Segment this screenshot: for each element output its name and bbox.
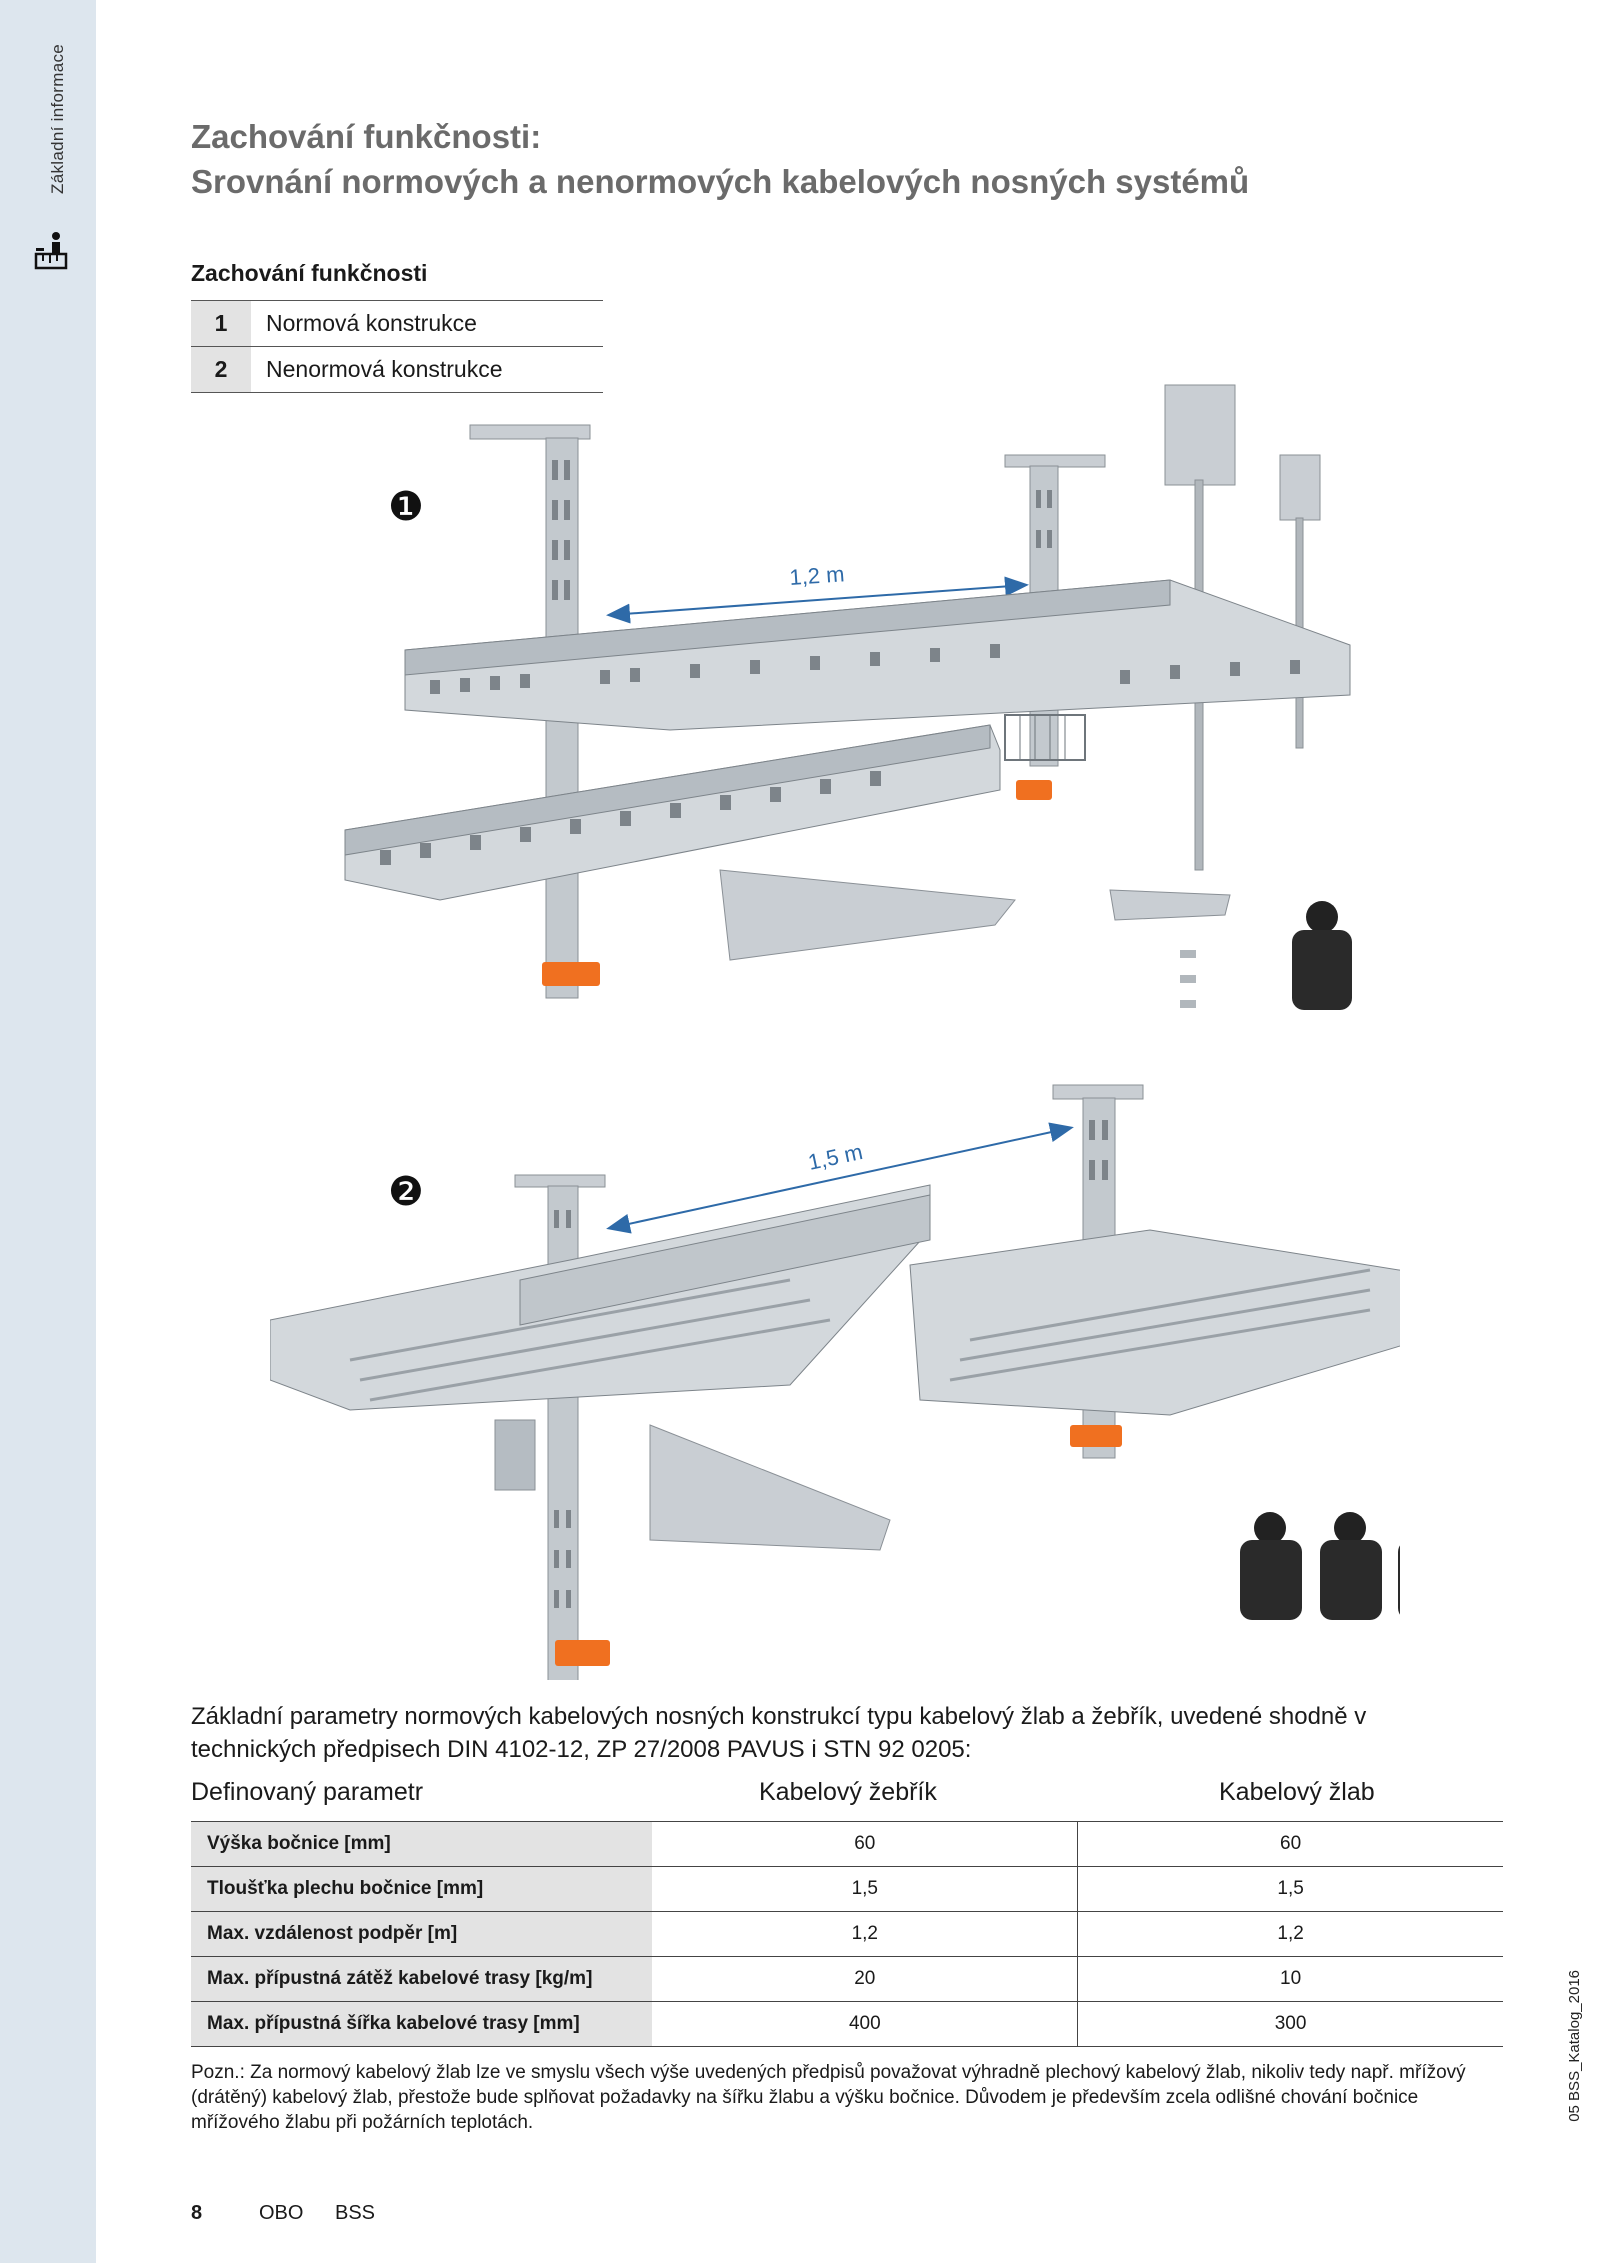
page-title: Zachování funkčnosti: Srovnání normových… <box>191 114 1249 204</box>
footnote: Pozn.: Za normový kabelový žlab lze ve s… <box>191 2062 1466 2133</box>
legend-row: 1 Normová konstrukce <box>191 300 603 347</box>
ladder-value: 1,5 <box>652 1866 1079 1912</box>
table-row: Max. vzdálenost podpěr [m] 1,2 1,2 <box>191 1911 1503 1957</box>
footer-brand: OBO <box>259 2202 304 2224</box>
legend-row: 2 Nenormová konstrukce <box>191 346 603 393</box>
weight-icon <box>1398 1545 1400 1615</box>
title-line-2: Srovnání normových a nenormových kabelov… <box>191 163 1250 200</box>
ladder-value: 400 <box>652 2001 1079 2047</box>
orange-clip <box>542 962 600 986</box>
dimension-arrow <box>606 576 1029 624</box>
legend-text: Nenormová konstrukce <box>251 346 603 393</box>
table-row: Výška bočnice [mm] 60 60 <box>191 1821 1503 1867</box>
column-header-tray: Kabelový žlab <box>1219 1778 1375 1806</box>
parameter-name: Max. přípustná šířka kabelové trasy [mm] <box>191 2001 653 2047</box>
orange-clip <box>555 1640 610 1666</box>
ladder-value: 1,2 <box>652 1911 1079 1957</box>
sidebar-label: Základní informace <box>48 44 67 194</box>
column-header-parameter: Definovaný parametr <box>191 1778 424 1806</box>
legend-number: 2 <box>191 346 251 393</box>
cantilever-bracket <box>719 869 1016 961</box>
title-line-1: Zachování funkčnosti: <box>191 118 542 155</box>
table-row: Max. přípustná zátěž kabelové trasy [kg/… <box>191 1956 1503 2002</box>
parameters-table: Výška bočnice [mm] 60 60 Tloušťka plechu… <box>191 1821 1503 2047</box>
figure-marker: ❶ <box>388 484 424 530</box>
cable-ladder <box>909 1229 1400 1416</box>
cable-ladder <box>270 1184 931 1411</box>
catalog-code: 05 BSS_Katalog_2016 <box>1566 1970 1583 2122</box>
weight-icon <box>1240 1512 1302 1620</box>
tray-value: 300 <box>1077 2001 1503 2047</box>
parameter-name: Max. vzdálenost podpěr [m] <box>191 1911 653 1957</box>
ladder-value: 20 <box>652 1956 1079 2002</box>
column-header-ladder: Kabelový žebřík <box>759 1778 937 1806</box>
footer-section: BSS <box>335 2202 376 2224</box>
dimension-label: 1,5 m <box>806 1139 865 1175</box>
legend-number: 1 <box>191 300 251 347</box>
parameter-name: Výška bočnice [mm] <box>191 1821 653 1867</box>
tray-value: 10 <box>1077 1956 1503 2002</box>
cantilever-bracket <box>649 1424 891 1551</box>
legend-text: Normová konstrukce <box>251 300 603 347</box>
parameter-name: Tloušťka plechu bočnice [mm] <box>191 1866 653 1912</box>
upper-cable-tray <box>404 579 1351 731</box>
bracket-clamp <box>494 1419 536 1491</box>
figure-standard-construction: ❶ 1,2 m <box>344 384 1352 1010</box>
figure-nonstandard-construction: ❷ 1,5 m <box>270 1084 1400 1680</box>
intro-paragraph: Základní parametry normových kabelových … <box>191 1703 1367 1763</box>
legend-table: 1 Normová konstrukce 2 Nenormová konstru… <box>191 300 603 393</box>
parameter-name: Max. přípustná zátěž kabelové trasy [kg/… <box>191 1956 653 2002</box>
screw-part <box>1180 975 1196 983</box>
weight-icon <box>1320 1512 1382 1620</box>
tray-value: 1,2 <box>1077 1911 1503 1957</box>
lower-cable-tray <box>344 724 1001 901</box>
figure-marker: ❷ <box>388 1169 424 1215</box>
orange-clip <box>1070 1425 1122 1447</box>
page-number: 8 <box>191 2202 203 2224</box>
legend-title: Zachování funkčnosti <box>191 260 428 286</box>
table-row: Tloušťka plechu bočnice [mm] 1,5 1,5 <box>191 1866 1503 1912</box>
screw-part <box>1180 950 1196 958</box>
ladder-value: 60 <box>652 1821 1079 1867</box>
sidebar: Základní informace <box>0 0 96 2263</box>
screw-part <box>1180 1000 1196 1008</box>
bracket-part <box>1109 889 1231 921</box>
tray-value: 60 <box>1077 1821 1503 1867</box>
dimension-label: 1,2 m <box>789 561 846 590</box>
dimension-arrow <box>606 1122 1074 1234</box>
weight-icon <box>1292 901 1352 1010</box>
wire-mesh-tray <box>1004 714 1086 761</box>
table-row: Max. přípustná šířka kabelové trasy [mm]… <box>191 2001 1503 2047</box>
tray-value: 1,5 <box>1077 1866 1503 1912</box>
info-ruler-icon <box>34 232 68 270</box>
orange-clip <box>1016 780 1052 800</box>
